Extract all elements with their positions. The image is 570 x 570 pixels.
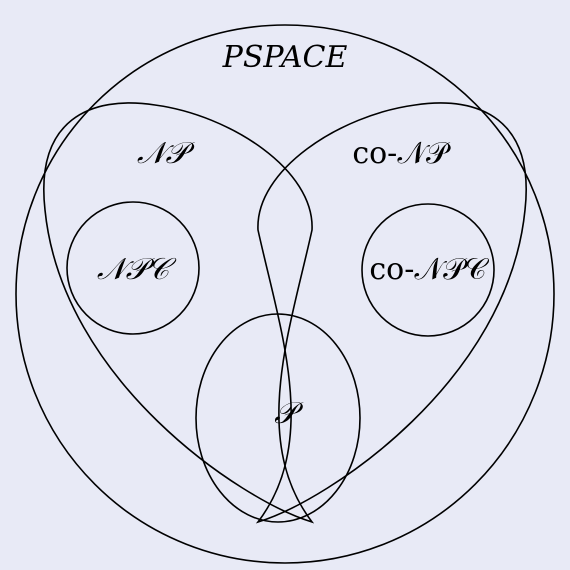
conp-label: co-𝒩𝒫 <box>352 136 451 171</box>
np-region <box>43 102 315 524</box>
pspace-region <box>15 24 555 564</box>
np-label: 𝒩𝒫 <box>137 136 196 171</box>
p-region <box>195 313 361 523</box>
conpc-label: co-𝒩𝒫𝒞 <box>369 252 489 287</box>
npc-label: 𝒩𝒫𝒞 <box>97 252 177 287</box>
conpc-region <box>361 203 495 337</box>
conp-region <box>255 102 527 524</box>
pspace-label: PSPACE <box>222 40 348 75</box>
npc-region <box>66 201 200 335</box>
